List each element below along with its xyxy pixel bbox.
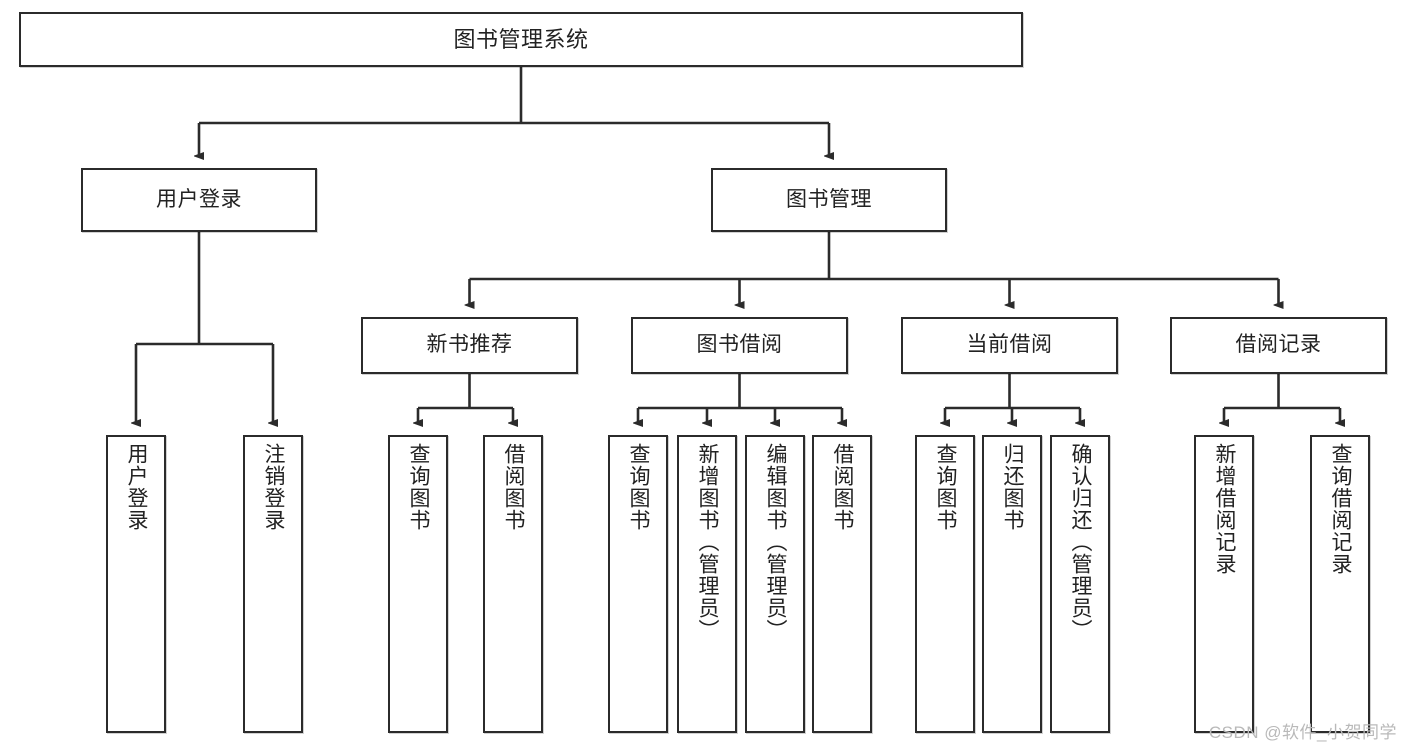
node-label: 查询借阅记录 [1329, 443, 1353, 575]
node-label: 新增图书（管理员） [696, 443, 720, 641]
node-label: 查询图书 [934, 443, 958, 531]
node-l13[interactable]: 查询借阅记录 [1310, 435, 1370, 733]
node-label: 借阅图书 [831, 443, 855, 531]
node-l3[interactable]: 查询图书 [388, 435, 448, 733]
node-records[interactable]: 借阅记录 [1170, 317, 1387, 374]
watermark-text: CSDN @软件_小贺同学 [1208, 723, 1397, 742]
node-login[interactable]: 用户登录 [81, 168, 317, 232]
node-l2[interactable]: 注销登录 [243, 435, 303, 733]
node-l8[interactable]: 借阅图书 [812, 435, 872, 733]
node-label: 查询图书 [627, 443, 651, 531]
node-l9[interactable]: 查询图书 [915, 435, 975, 733]
node-label: 归还图书 [1001, 443, 1025, 531]
edge-paths [136, 67, 1340, 423]
node-label: 图书借阅 [696, 333, 783, 357]
node-label: 注销登录 [262, 443, 286, 531]
node-l10[interactable]: 归还图书 [982, 435, 1042, 733]
node-l6[interactable]: 新增图书（管理员） [677, 435, 737, 733]
node-l4[interactable]: 借阅图书 [483, 435, 543, 733]
node-l5[interactable]: 查询图书 [608, 435, 668, 733]
node-label: 当前借阅 [966, 333, 1053, 357]
node-label: 借阅记录 [1235, 333, 1322, 357]
node-l7[interactable]: 编辑图书（管理员） [745, 435, 805, 733]
node-l1[interactable]: 用户登录 [106, 435, 166, 733]
node-label: 新增借阅记录 [1213, 443, 1237, 575]
node-label: 图书管理 [786, 187, 872, 211]
node-label: 编辑图书（管理员） [764, 443, 788, 641]
node-newbook[interactable]: 新书推荐 [361, 317, 578, 374]
node-label: 用户登录 [125, 443, 149, 531]
node-label: 借阅图书 [502, 443, 526, 531]
node-l12[interactable]: 新增借阅记录 [1194, 435, 1254, 733]
node-current[interactable]: 当前借阅 [901, 317, 1118, 374]
node-label: 用户登录 [156, 187, 242, 211]
node-l11[interactable]: 确认归还（管理员） [1050, 435, 1110, 733]
node-label: 查询图书 [407, 443, 431, 531]
node-borrow[interactable]: 图书借阅 [631, 317, 848, 374]
node-label: 图书管理系统 [453, 26, 589, 52]
node-bookmgmt[interactable]: 图书管理 [711, 168, 947, 232]
node-label: 新书推荐 [426, 333, 513, 357]
node-root[interactable]: 图书管理系统 [19, 12, 1023, 67]
node-label: 确认归还（管理员） [1069, 443, 1093, 641]
